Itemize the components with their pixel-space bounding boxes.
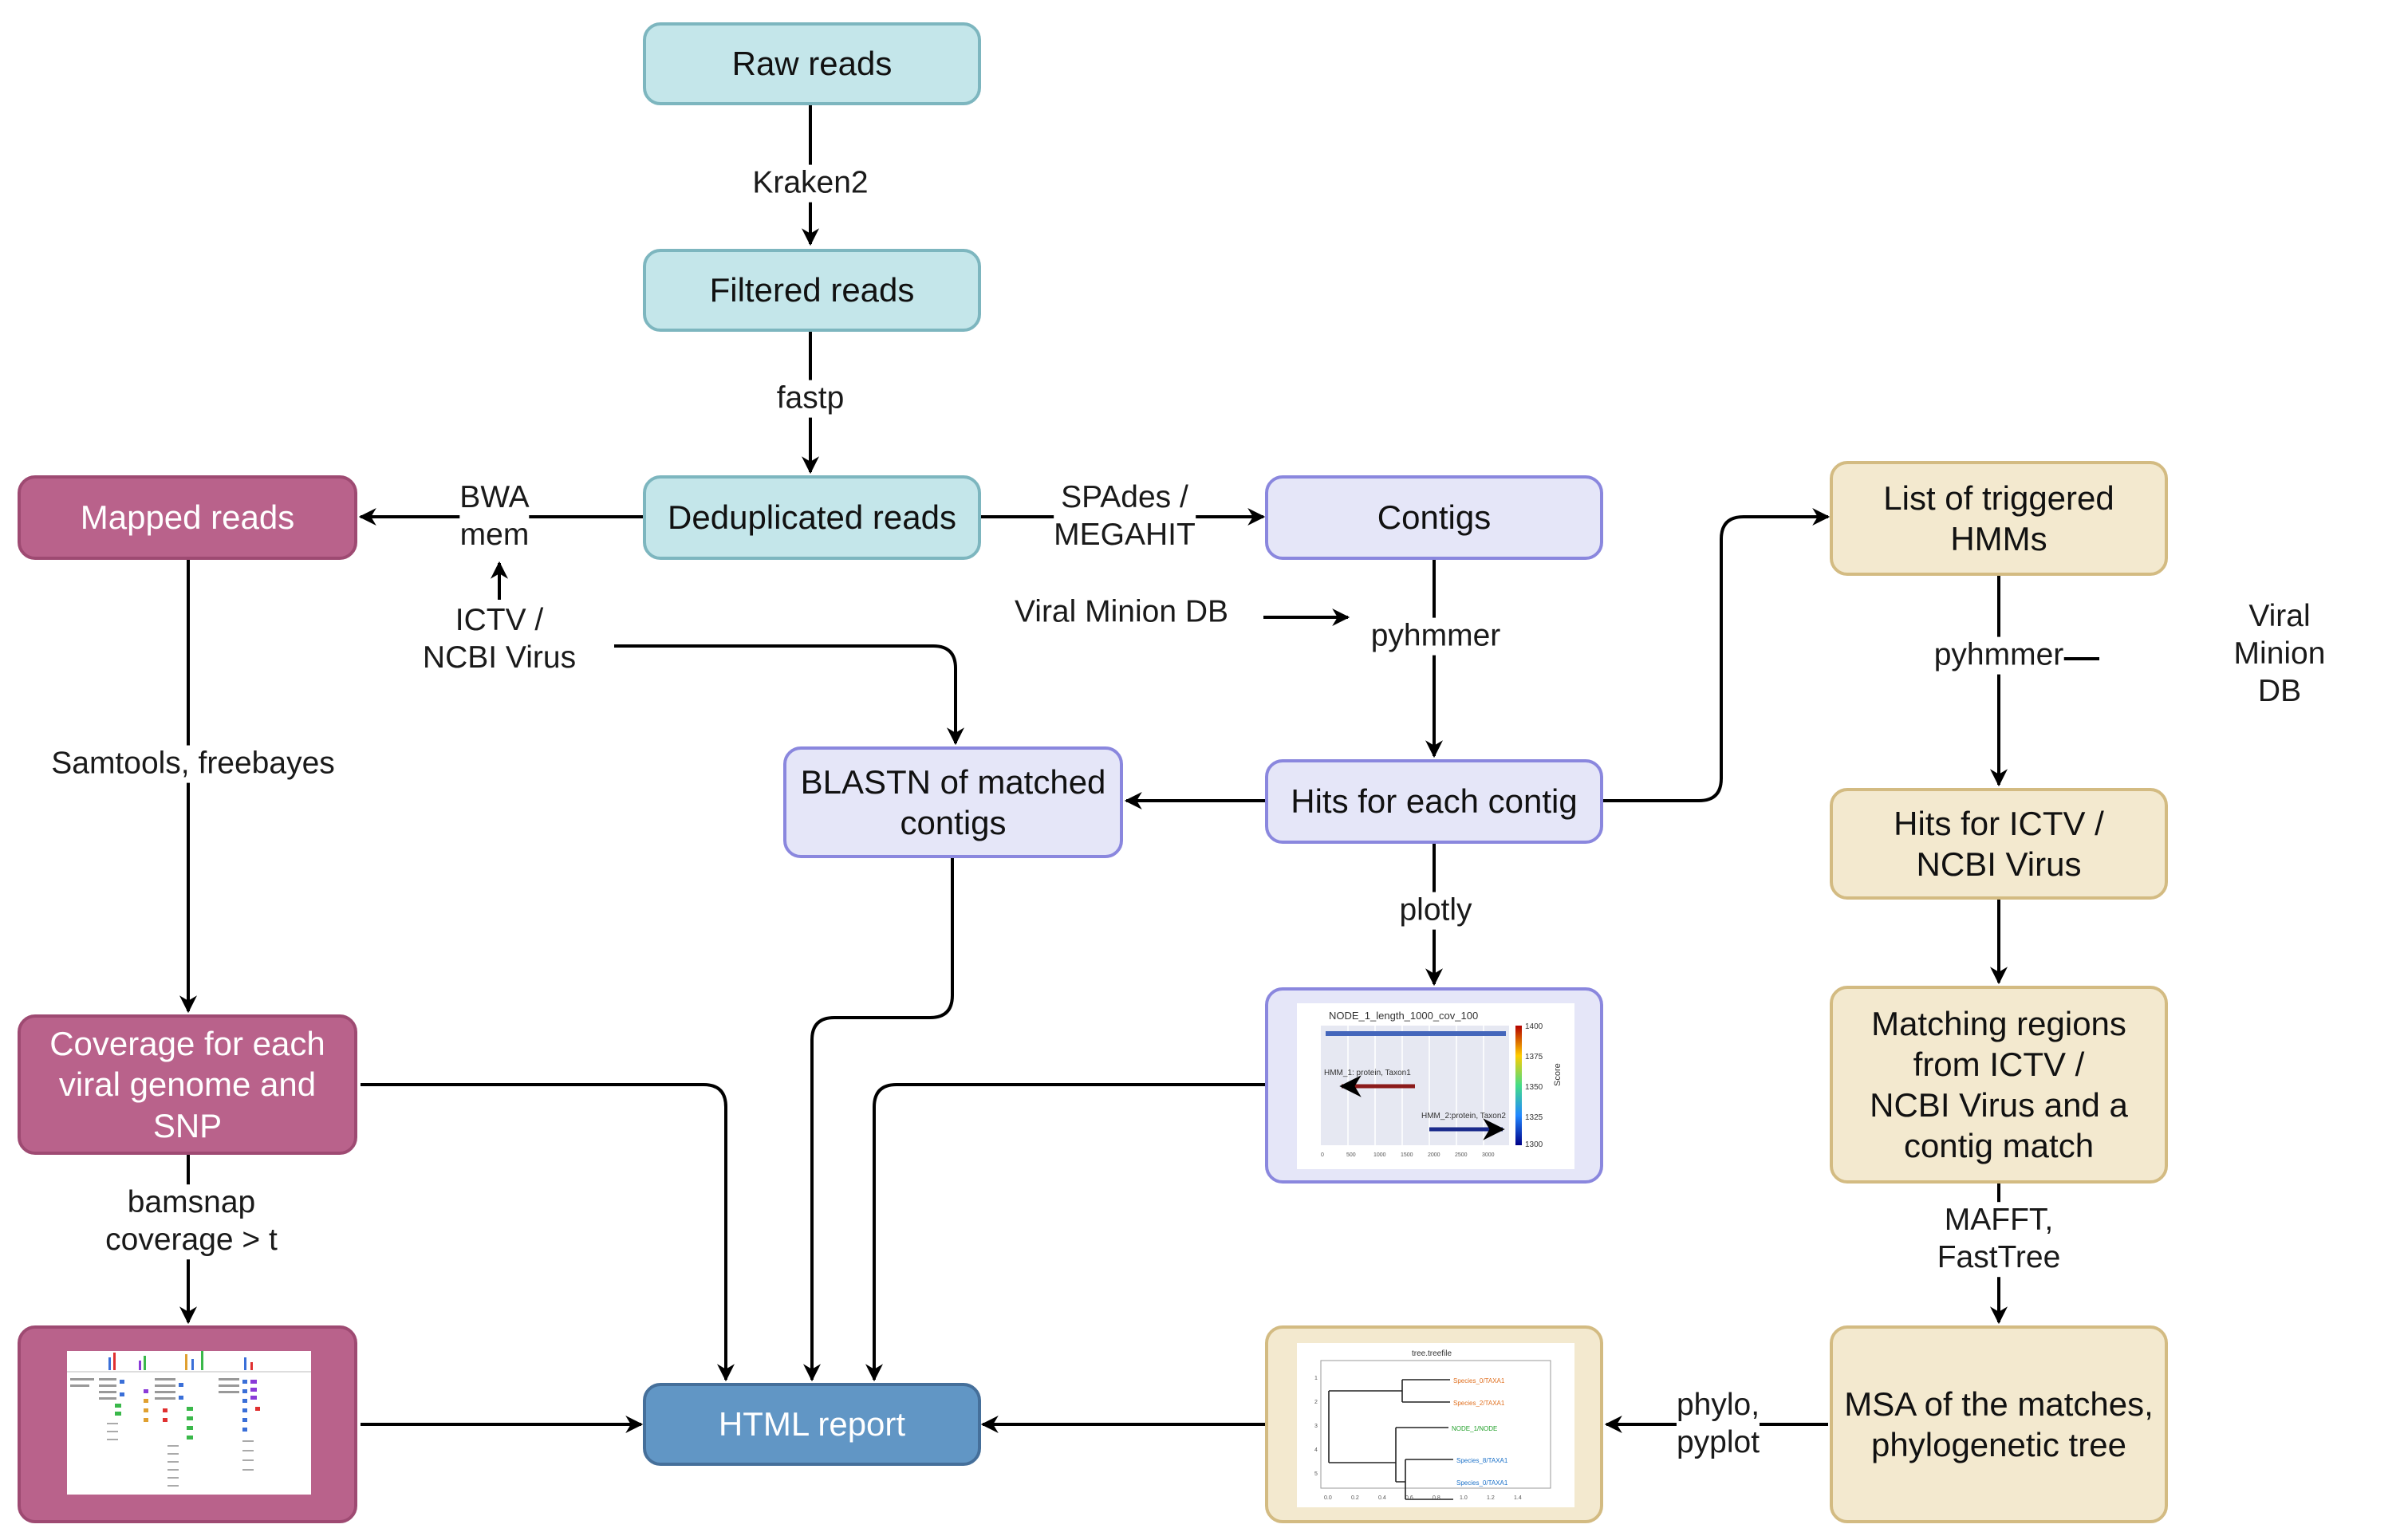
plot-x-tick: 500: [1346, 1152, 1356, 1158]
colorbar-tick: 1300: [1525, 1140, 1543, 1149]
blastn-node: BLASTN of matched contigs: [783, 746, 1123, 858]
edge-label-bwa-mem: BWA mem: [459, 479, 530, 554]
edge-label-bamsnap: bamsnap coverage > t: [105, 1184, 278, 1259]
edge-label-pyhmmer-right: pyhmmer: [1933, 636, 2064, 675]
plot-title: NODE_1_length_1000_cov_100: [1329, 1010, 1478, 1022]
tree-leaf: Species_2/TAXA1: [1453, 1400, 1505, 1407]
tree-y-tick: 2: [1314, 1400, 1318, 1405]
edge-label-plotly: plotly: [1399, 892, 1472, 930]
hits-contig-label: Hits for each contig: [1291, 782, 1578, 821]
coverage-node: Coverage for each viral genome and SNP: [18, 1014, 357, 1155]
edge-coverage-to-report: [361, 1083, 735, 1382]
edge-label-viral-db-left: Viral Minion DB: [1014, 594, 1229, 629]
deduplicated-reads-label: Deduplicated reads: [668, 498, 956, 537]
triggered-hmms-label: List of triggered HMMs: [1883, 479, 2114, 557]
hits-contig-node: Hits for each contig: [1265, 759, 1603, 844]
plot-x-tick: 2500: [1455, 1152, 1468, 1158]
tree-leaf: Species_0/TAXA1: [1456, 1479, 1508, 1487]
edge-label-samtools: Samtools, freebayes: [51, 745, 335, 783]
hits-ictv-node: Hits for ICTV / NCBI Virus: [1830, 788, 2168, 900]
plot-x-tick: 0: [1321, 1152, 1324, 1158]
plot-x-tick: 1000: [1373, 1152, 1386, 1158]
tree-leaf: Species_0/TAXA1: [1453, 1377, 1505, 1384]
tree-x-tick: 0.6: [1405, 1495, 1413, 1501]
hmm-plot-thumbnail: NODE_1_length_1000_cov_100 HMM_1: protei…: [1297, 1003, 1574, 1169]
html-report-label: HTML report: [718, 1405, 906, 1444]
coverage-bars: [108, 1351, 253, 1370]
edge-ictv-to-blastn: [614, 644, 964, 746]
hmm-plot-svg: NODE_1_length_1000_cov_100 HMM_1: protei…: [1321, 1010, 1563, 1158]
tree-y-tick: 3: [1314, 1424, 1318, 1429]
bamsnap-figure-node: [18, 1325, 357, 1523]
plot-x-tick: 1500: [1401, 1152, 1413, 1158]
filtered-reads-label: Filtered reads: [709, 271, 915, 309]
tree-x-tick: 1.2: [1487, 1495, 1495, 1501]
coverage-label: Coverage for each viral genome and SNP: [49, 1025, 325, 1144]
edge-label-phylo: phylo, pyplot: [1676, 1387, 1760, 1462]
edge-plot-to-report: [865, 1083, 1265, 1382]
tree-leaf: NODE_1/NODE: [1452, 1425, 1497, 1432]
colorbar-tick: 1400: [1525, 1022, 1543, 1031]
mapped-reads-label: Mapped reads: [80, 498, 295, 537]
tree-y-tick: 5: [1314, 1471, 1318, 1477]
msa-node: MSA of the matches, phylogenetic tree: [1830, 1325, 2168, 1523]
deduplicated-reads-node: Deduplicated reads: [643, 475, 981, 560]
raw-reads-label: Raw reads: [731, 45, 893, 83]
edge-label-spades: SPAdes / MEGAHIT: [1054, 479, 1196, 554]
plot-hmm1-label: HMM_1: protein, Taxon1: [1324, 1069, 1411, 1077]
colorbar-tick: 1350: [1525, 1083, 1543, 1092]
hits-ictv-label: Hits for ICTV / NCBI Virus: [1894, 804, 2104, 883]
edge-hits-to-hmms: [1603, 508, 1831, 802]
html-report-node: HTML report: [643, 1383, 981, 1466]
contigs-node: Contigs: [1265, 475, 1603, 560]
phylo-tree-svg: tree.treefile Species_0/TAXA1 Species_2/…: [1314, 1349, 1551, 1501]
edge-label-ictv-db: ICTV / NCBI Virus: [422, 602, 577, 677]
edge-label-kraken2: Kraken2: [752, 164, 869, 203]
tree-x-tick: 0.2: [1351, 1495, 1359, 1501]
edge-blastn-to-report: [803, 858, 954, 1382]
edge-label-viral-db-right: Viral Minion DB: [2233, 598, 2326, 708]
blastn-label: BLASTN of matched contigs: [800, 762, 1106, 841]
contigs-label: Contigs: [1377, 498, 1492, 537]
bamsnap-thumbnail: [67, 1351, 311, 1495]
msa-label: MSA of the matches, phylogenetic tree: [1844, 1384, 2154, 1463]
tree-x-tick: 0.4: [1378, 1495, 1386, 1501]
edge-label-fastp: fastp: [776, 380, 845, 418]
tree-y-tick: 4: [1314, 1447, 1318, 1453]
plot-x-tick: 2000: [1428, 1152, 1440, 1158]
matching-regions-node: Matching regions from ICTV / NCBI Virus …: [1830, 986, 2168, 1184]
phylo-tree-node: tree.treefile Species_0/TAXA1 Species_2/…: [1265, 1325, 1603, 1523]
raw-reads-node: Raw reads: [643, 22, 981, 105]
plotly-figure-node: NODE_1_length_1000_cov_100 HMM_1: protei…: [1265, 987, 1603, 1184]
tree-y-tick: 1: [1314, 1376, 1318, 1381]
plot-hmm2-label: HMM_2:protein, Taxon2: [1421, 1112, 1506, 1121]
triggered-hmms-node: List of triggered HMMs: [1830, 461, 2168, 576]
tree-title: tree.treefile: [1412, 1349, 1452, 1358]
edge-label-pyhmmer-left: pyhmmer: [1370, 617, 1501, 656]
mapped-reads-node: Mapped reads: [18, 475, 357, 560]
plot-x-tick: 3000: [1482, 1152, 1495, 1158]
matching-regions-label: Matching regions from ICTV / NCBI Virus …: [1870, 1004, 2128, 1165]
tree-x-tick: 1.4: [1514, 1495, 1522, 1501]
bamsnap-svg: [67, 1351, 311, 1487]
colorbar-label: Score: [1553, 1063, 1563, 1086]
colorbar-tick: 1375: [1525, 1053, 1543, 1061]
tree-x-tick: 0.0: [1324, 1495, 1332, 1501]
filtered-reads-node: Filtered reads: [643, 249, 981, 332]
edge-label-mafft: MAFFT, FastTree: [1937, 1202, 2061, 1277]
tree-x-tick: 0.8: [1433, 1495, 1440, 1501]
phylo-tree-thumbnail: tree.treefile Species_0/TAXA1 Species_2/…: [1297, 1343, 1574, 1507]
colorbar-tick: 1325: [1525, 1113, 1543, 1122]
tree-x-tick: 1.0: [1460, 1495, 1468, 1501]
tree-leaf: Species_8/TAXA1: [1456, 1457, 1508, 1464]
